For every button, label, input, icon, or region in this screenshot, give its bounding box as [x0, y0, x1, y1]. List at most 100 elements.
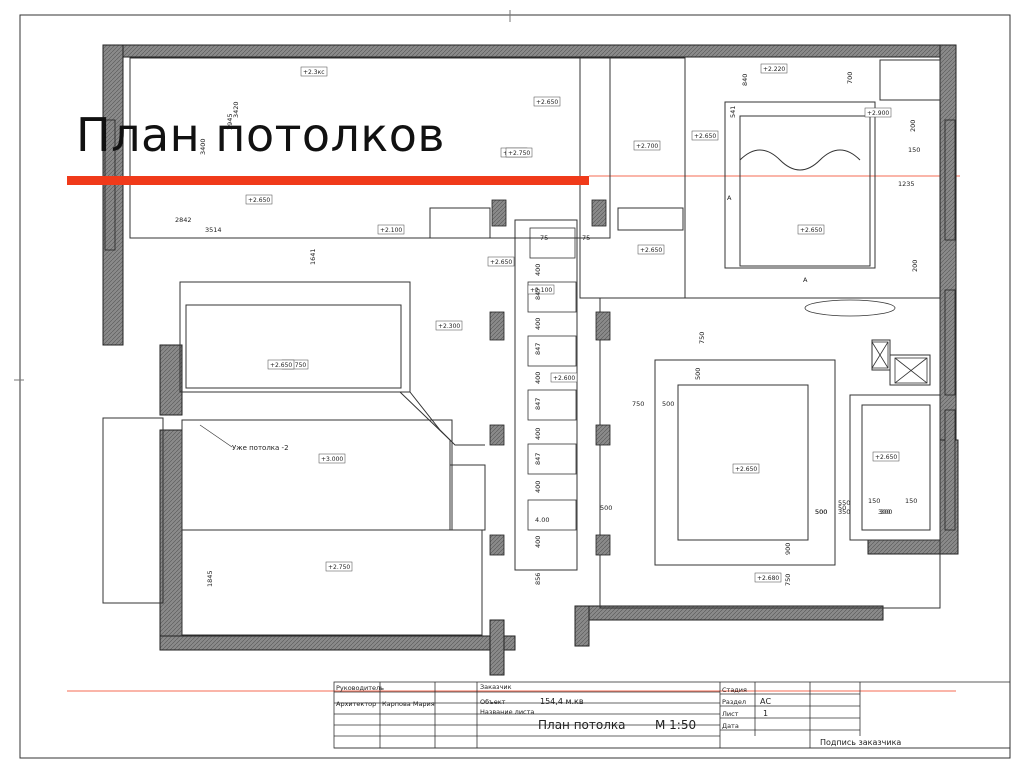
- bathtub: [804, 299, 896, 317]
- elevation-mark: +2.300: [438, 323, 460, 330]
- dimension-label: 1845: [206, 570, 214, 587]
- stamp-sheet-name: План потолка: [538, 718, 626, 732]
- dimension-label: 4.00: [535, 516, 549, 524]
- elevation-box: [487, 256, 515, 267]
- dimension-label: 350: [838, 508, 850, 516]
- elevation-mark: +2.750: [508, 150, 530, 157]
- dimension-label: 1641: [309, 248, 317, 265]
- stamp-section-label: Раздел: [722, 698, 746, 706]
- elevation-box: [637, 244, 665, 255]
- ventilation-shaft: [871, 341, 928, 384]
- stamp-section-value: АС: [760, 697, 771, 706]
- elevation-box: [300, 66, 328, 77]
- dimension-label: 400: [534, 372, 542, 384]
- dimension-label: 847: [534, 288, 542, 300]
- dimension-label: 150: [905, 497, 917, 505]
- dimension-label: 50: [838, 504, 846, 512]
- elevation-box: [864, 107, 892, 118]
- stamp-sheet-name-label: Название листа: [480, 708, 534, 716]
- dimension-label: 500: [600, 504, 612, 512]
- elevation-box: [633, 140, 661, 151]
- elevation-mark: +2.750: [284, 362, 306, 369]
- dimension-label: 400: [534, 481, 542, 493]
- dimension-label: 541: [729, 106, 737, 118]
- elevation-box: [550, 372, 578, 383]
- elevation-box: [527, 284, 555, 295]
- dimension-label: 500: [662, 400, 674, 408]
- dimension-label: 300: [878, 508, 890, 516]
- dimension-label: 750: [632, 400, 644, 408]
- elevation-mark: +2.650: [694, 133, 716, 140]
- dimension-label: 2842: [175, 216, 192, 224]
- elevation-box: [872, 451, 900, 462]
- stamp-date-label: Дата: [722, 722, 739, 730]
- stamp-object-value: 154,4 м.кв: [540, 697, 584, 706]
- elevation-mark: +2.100: [380, 227, 402, 234]
- level-note-leader: [199, 424, 233, 448]
- level-note: Уже потолка -2: [232, 444, 289, 452]
- dimension-label: 500: [694, 368, 702, 380]
- elevation-box: [691, 130, 719, 141]
- elevation-box: [267, 359, 295, 370]
- elevation-mark: +2.650: [875, 454, 897, 461]
- elevation-mark: +3.000: [321, 456, 343, 463]
- dimension-label: 200: [909, 120, 917, 132]
- sheet-border: [19, 14, 1011, 759]
- curtain-line: [739, 149, 861, 171]
- elevation-mark: +2.650: [640, 247, 662, 254]
- dimension-label: 750: [698, 332, 706, 344]
- dimension-label: 847: [534, 453, 542, 465]
- dimension-label: 400: [534, 428, 542, 440]
- elevation-box: [318, 453, 346, 464]
- elevation-box: [325, 561, 353, 572]
- elevation-mark: +2.750: [328, 564, 350, 571]
- dimension-label: 856: [534, 573, 542, 585]
- columns: [104, 119, 956, 556]
- elevation-box: [505, 147, 533, 158]
- elevation-marks: +2.3кс+2.650+2.700+2.200+2.650+2.220+2.9…: [245, 63, 900, 583]
- slide-title: План потолков: [76, 108, 445, 162]
- dimension-label: 400: [534, 536, 542, 548]
- elevation-mark: +2.3кс: [303, 69, 325, 76]
- dimension-label: 3420: [232, 101, 240, 118]
- elevation-mark: +2.220: [763, 66, 785, 73]
- stamp-object-label: Объект: [480, 698, 506, 706]
- elevation-box: [754, 572, 782, 583]
- elevation-mark: +2.650: [270, 362, 292, 369]
- dimension-label: 750: [784, 574, 792, 586]
- dimension-label: 75: [540, 234, 548, 242]
- dimension-label: 900: [784, 543, 792, 555]
- dimension-label: 500: [815, 508, 827, 516]
- stamp-architect-label: Архитектор: [336, 700, 376, 708]
- stamp-scale: М 1:50: [655, 718, 696, 732]
- dimension-label: 150: [908, 146, 920, 154]
- elevation-mark: +2.900: [867, 110, 889, 117]
- stamp-sheet-label: Лист: [722, 710, 739, 718]
- inner-walls: [102, 57, 941, 636]
- title-block: [333, 681, 1011, 749]
- elevation-box: [533, 96, 561, 107]
- dimension-label: 3945: [226, 113, 234, 130]
- stamp-architect-name: Карпова Мария: [382, 700, 435, 708]
- dimension-label: 300: [880, 508, 892, 516]
- elevation-mark: +2.650: [800, 227, 822, 234]
- corridor-fixtures: [527, 227, 577, 531]
- stamp-sheet-value: 1: [763, 709, 768, 718]
- dimension-label: 840: [741, 74, 749, 86]
- elevation-box: [245, 194, 273, 205]
- dimension-label: 150: [868, 497, 880, 505]
- dimension-label: 847: [534, 343, 542, 355]
- dimension-label: 500: [815, 508, 827, 516]
- elevation-mark: +2.650: [536, 99, 558, 106]
- elevation-box: [797, 224, 825, 235]
- title-accent-bar: [67, 176, 589, 185]
- dimension-label: 400: [534, 264, 542, 276]
- stamp-customer-label: Заказчик: [480, 683, 512, 691]
- dimension-label: 3514: [205, 226, 222, 234]
- dimension-label: 550: [838, 499, 850, 507]
- stamp-signature-label: Подпись заказчика: [820, 738, 901, 747]
- elevation-mark: +2.650: [248, 197, 270, 204]
- elevation-mark: +2.100: [530, 287, 552, 294]
